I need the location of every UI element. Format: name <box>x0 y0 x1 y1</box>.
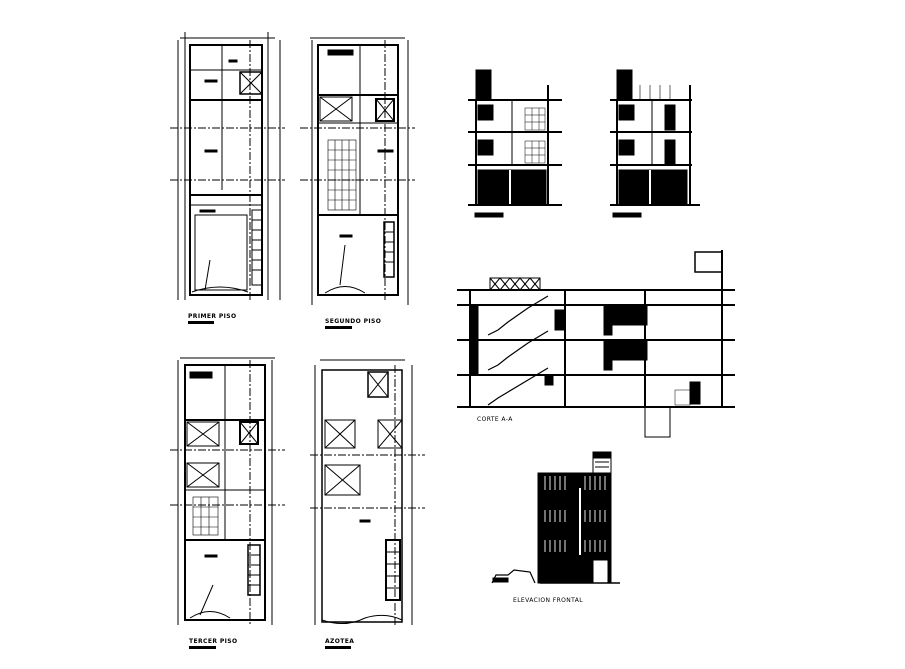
plan-azotea <box>310 359 425 625</box>
section-small-1 <box>468 69 562 218</box>
title-underbar <box>188 321 214 324</box>
view-title-elevacion-frontal: ELEVACION FRONTAL <box>513 597 583 604</box>
view-title-primer-piso: PRIMER PISO <box>188 313 237 320</box>
title-underbar <box>325 326 352 329</box>
plan-segundo-piso <box>300 37 415 305</box>
title-underbar <box>325 646 351 649</box>
section-small-2 <box>610 69 700 218</box>
view-title-tercer-piso: TERCER PISO <box>189 638 238 645</box>
view-title-segundo-piso: SEGUNDO PISO <box>325 318 382 325</box>
view-title-azotea: AZOTEA <box>325 638 355 645</box>
plan-tercer-piso <box>170 357 285 625</box>
elevation-frontal <box>491 451 620 584</box>
view-title-corte-a-a: CORTE A-A <box>477 416 513 423</box>
section-corte-a-a <box>457 250 735 438</box>
plan-primer-piso <box>170 32 285 300</box>
title-underbar <box>189 646 216 649</box>
